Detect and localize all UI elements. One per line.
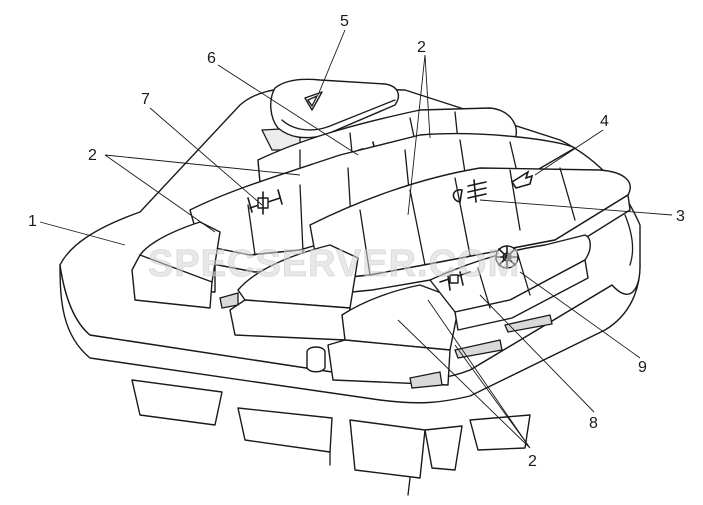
connector-1	[131, 379, 223, 426]
button-row-3	[309, 167, 631, 296]
connector-5	[469, 414, 531, 451]
front-key-b[interactable]	[229, 299, 351, 341]
diff-lock-icon	[247, 189, 283, 215]
label-1: 1	[28, 213, 37, 230]
connector-3	[349, 419, 426, 479]
connector-2	[237, 407, 333, 453]
label-7: 7	[141, 91, 150, 108]
hazard-button-body	[270, 78, 400, 139]
horn-icon	[510, 170, 534, 189]
label-5: 5	[340, 13, 349, 30]
callout-labels: 1 2 2 2 3 4 5 6 7 8 9	[28, 13, 685, 470]
label-2-b: 2	[417, 39, 426, 56]
label-6: 6	[207, 50, 216, 67]
label-3: 3	[676, 208, 685, 225]
fog-light-icon	[452, 179, 487, 203]
connector-4	[424, 425, 463, 471]
label-2-c: 2	[528, 453, 537, 470]
gear-icon	[495, 245, 519, 269]
label-2-a: 2	[88, 147, 97, 164]
button-row-front	[131, 221, 591, 389]
watermark-text: SPECSERVER.COM	[148, 243, 520, 285]
front-key-c[interactable]	[327, 339, 451, 386]
label-8: 8	[589, 415, 598, 432]
awd-icon	[439, 271, 471, 291]
front-key-a[interactable]	[131, 254, 213, 309]
leader-lines	[39, 29, 673, 449]
hazard-triangle-icon	[304, 91, 323, 111]
label-4: 4	[600, 113, 609, 130]
label-9: 9	[638, 359, 647, 376]
